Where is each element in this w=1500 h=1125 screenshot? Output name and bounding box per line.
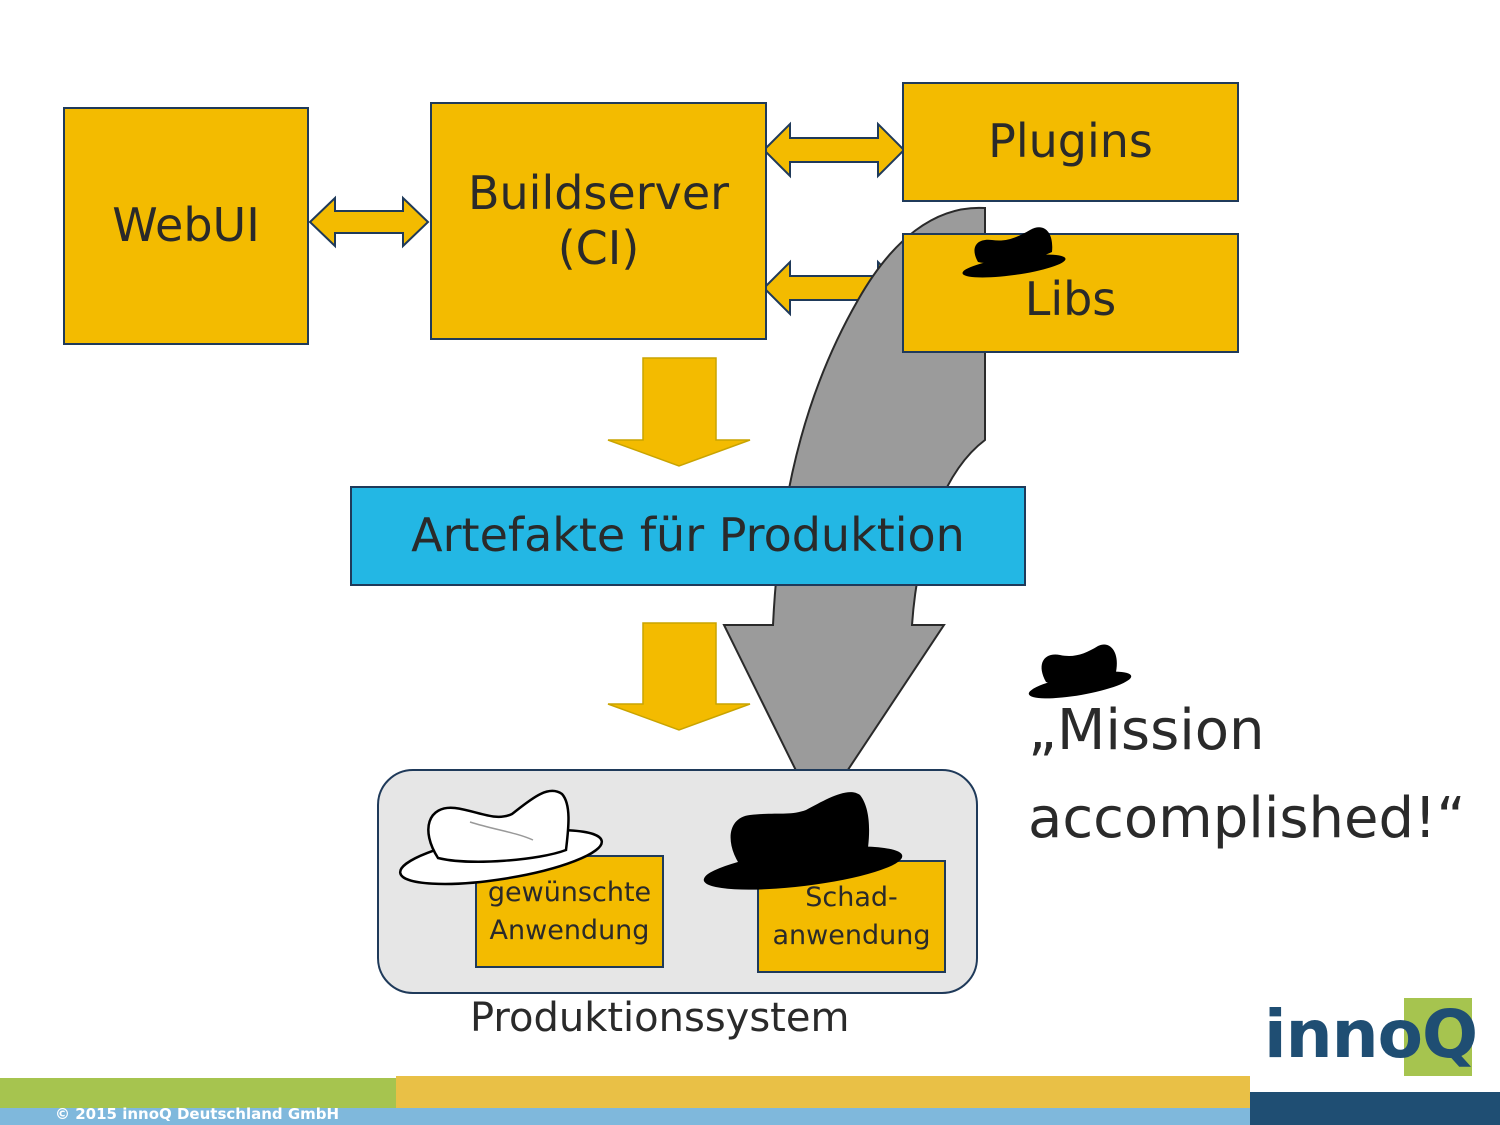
artefakte-box: Artefakte für Produktion	[350, 486, 1026, 586]
plugins-box: Plugins	[902, 82, 1239, 202]
buildserver-label-line1: Buildserver	[467, 165, 730, 220]
innoq-logo: innoQ	[1264, 996, 1478, 1073]
schadanwendung-box: Schad- anwendung	[757, 860, 946, 973]
footer-bar-lightblue	[0, 1108, 1250, 1125]
arrow-buildserver-plugins	[762, 121, 906, 179]
copyright-text: © 2015 innoQ Deutschland GmbH	[55, 1105, 340, 1123]
logo-q-bg	[1404, 998, 1472, 1076]
produktionssystem-label: Produktionssystem	[470, 995, 850, 1041]
buildserver-box: Buildserver (CI)	[430, 102, 767, 340]
buildserver-label-line2: (CI)	[557, 221, 640, 275]
libs-label: Libs	[1024, 272, 1117, 327]
gewuenschte-label-line2: Anwendung	[489, 914, 650, 946]
schad-label-line2: anwendung	[772, 919, 931, 951]
gewuenschte-label-line1: gewünschte	[487, 876, 652, 908]
schad-label-line1: Schad-	[805, 881, 898, 913]
footer-bar-darkblue	[1250, 1092, 1500, 1125]
webui-box: WebUI	[63, 107, 309, 345]
callout-line1: „Mission	[1028, 698, 1265, 763]
artefakte-label: Artefakte für Produktion	[411, 508, 965, 563]
plugins-label: Plugins	[988, 114, 1153, 169]
logo-q: Q	[1421, 996, 1478, 1073]
logo-text: inno	[1264, 996, 1423, 1073]
callout-line2: accomplished!“	[1028, 786, 1466, 851]
arrow-artefakte-system	[607, 622, 751, 731]
gewuenschte-anwendung-box: gewünschte Anwendung	[475, 855, 664, 968]
arrow-buildserver-artefakte	[607, 357, 751, 467]
libs-box: Libs	[902, 233, 1239, 353]
arrow-webui-buildserver	[308, 195, 430, 249]
webui-label: WebUI	[112, 198, 260, 253]
footer-bar-yellow	[396, 1076, 1250, 1108]
footer-bar-green	[0, 1078, 396, 1108]
